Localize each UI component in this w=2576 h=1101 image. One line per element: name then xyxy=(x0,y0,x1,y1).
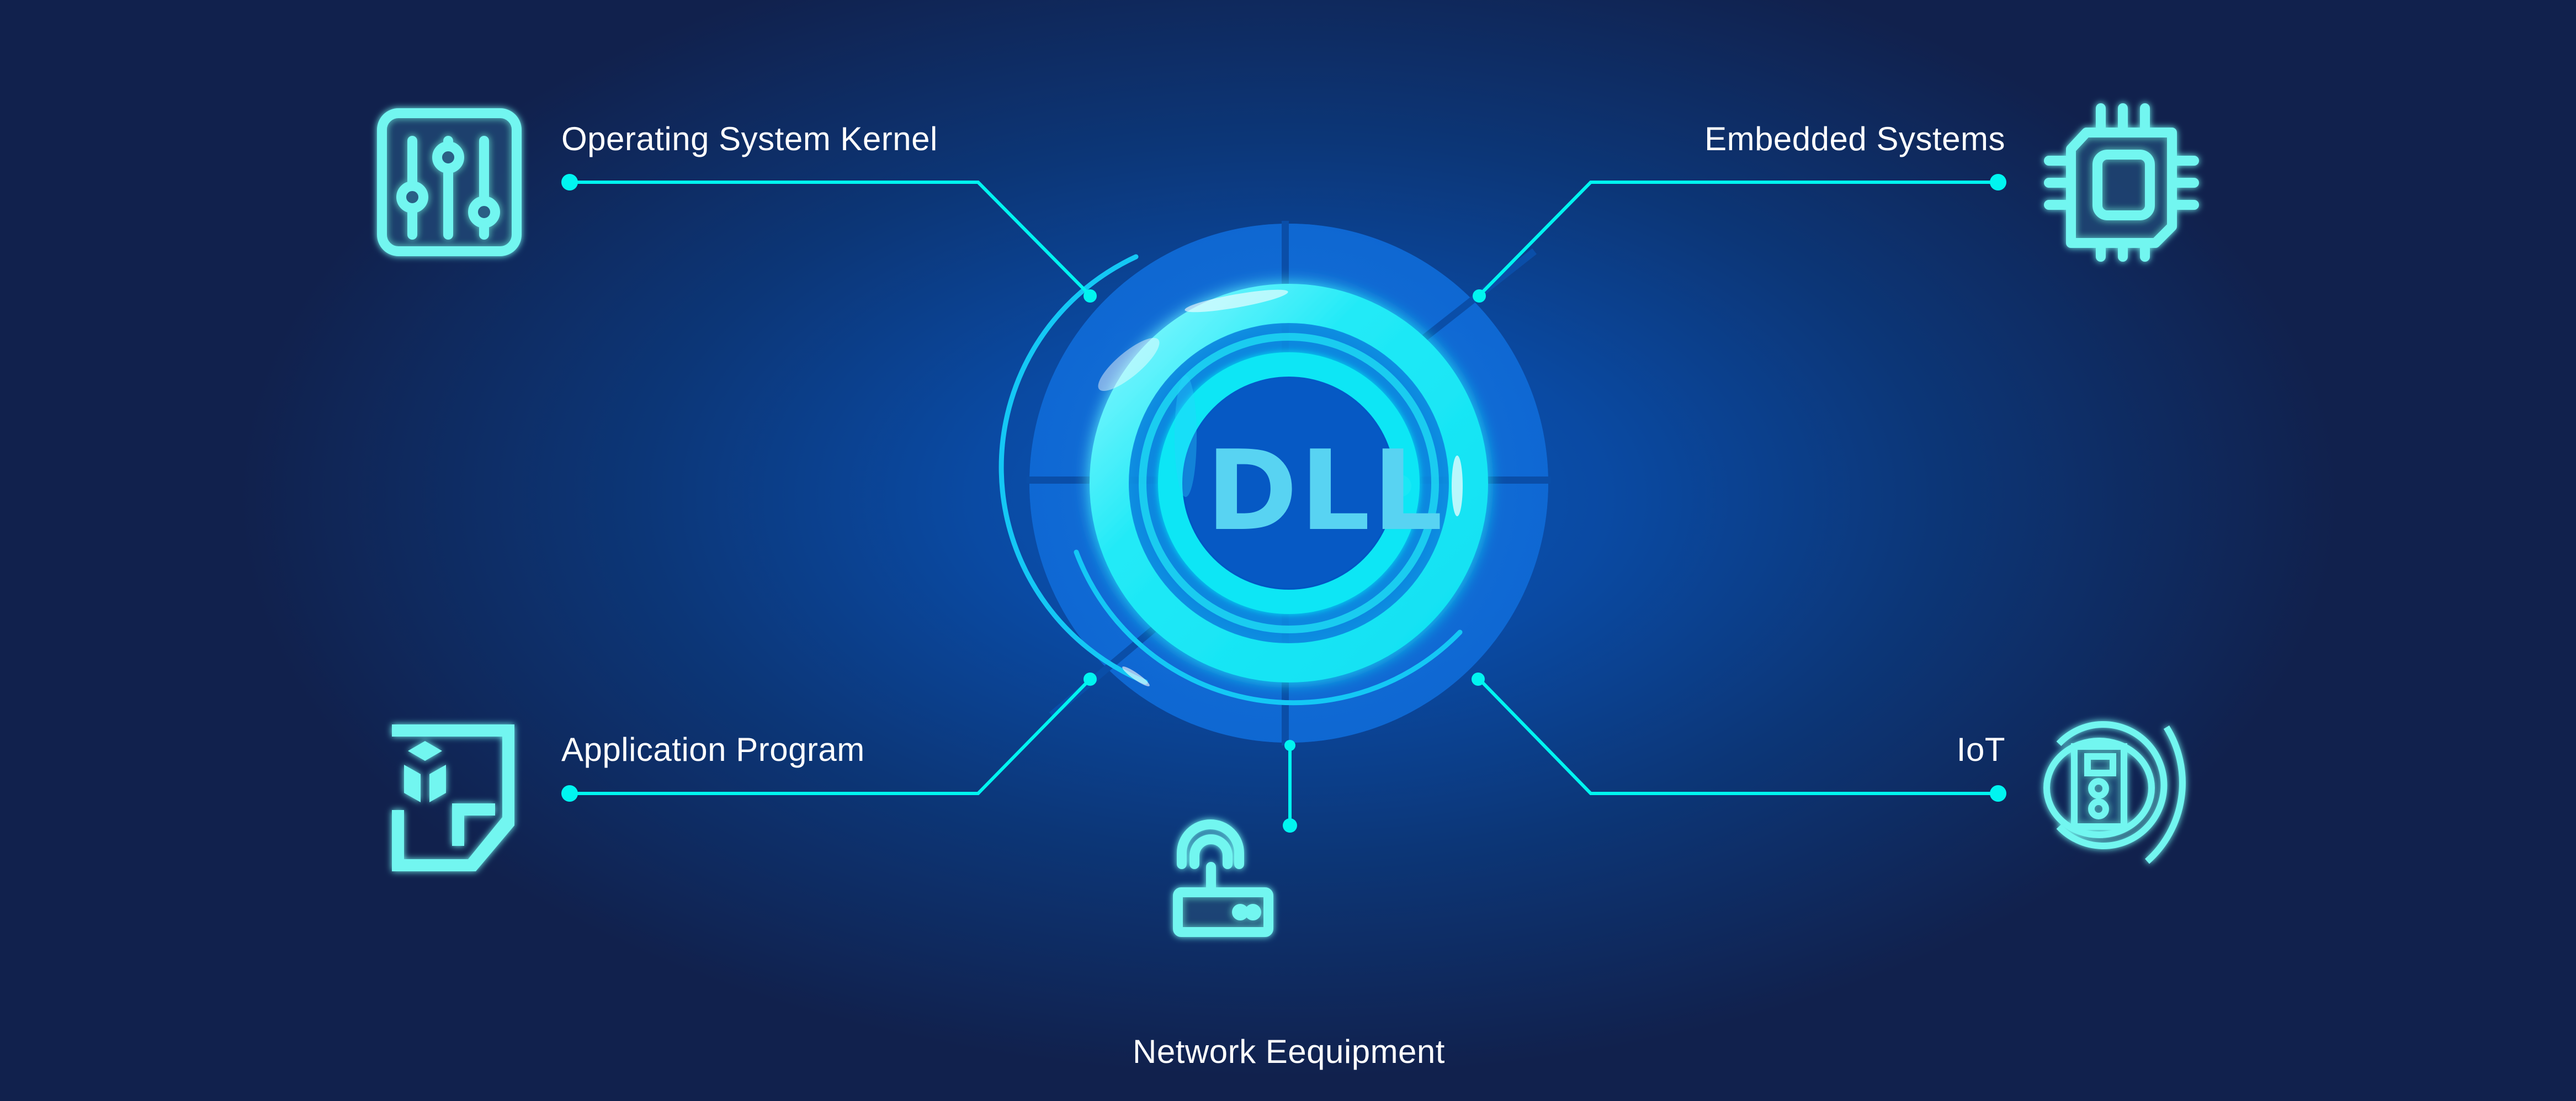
cpu-chip-icon xyxy=(2044,103,2199,262)
iot-device-icon xyxy=(2043,721,2186,864)
label-iot: IoT xyxy=(1956,731,2005,768)
thin-arc-bottom xyxy=(1074,549,1463,706)
package-document-icon xyxy=(392,724,514,871)
label-network-equipment: Network Eequipment xyxy=(1133,1033,1445,1070)
label-embedded-systems: Embedded Systems xyxy=(1704,120,2005,157)
thin-arc-left xyxy=(998,254,1148,685)
connectors xyxy=(569,181,1998,825)
label-operating-system-kernel: Operating System Kernel xyxy=(561,120,938,157)
center-label-dll: DLL xyxy=(1206,427,1445,555)
label-application-program: Application Program xyxy=(561,731,865,768)
connector-dots xyxy=(561,174,2006,833)
dll-dot xyxy=(1389,475,1411,497)
main-ring xyxy=(1090,284,1488,682)
router-icon xyxy=(1173,819,1273,937)
sliders-icon xyxy=(377,108,522,256)
